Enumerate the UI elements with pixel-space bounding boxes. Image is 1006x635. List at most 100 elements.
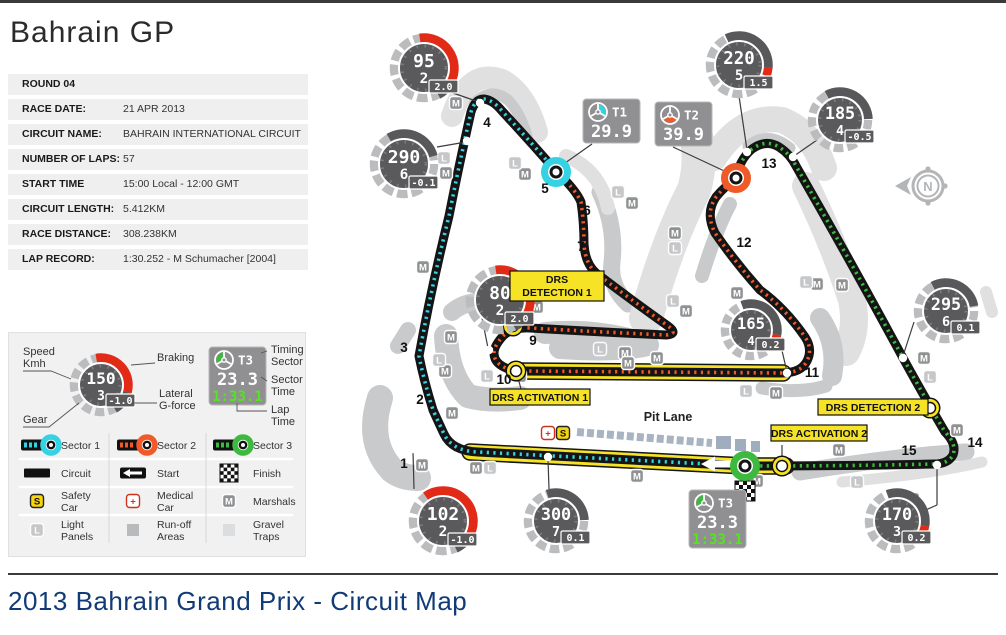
info-label: RACE DISTANCE:: [22, 228, 112, 240]
speed-trap-dot: [484, 345, 494, 355]
turn-number-label: 5: [541, 181, 549, 196]
info-label: CIRCUIT NAME:: [22, 128, 102, 140]
svg-text:+: +: [130, 497, 136, 508]
light-panel-marker: L: [665, 293, 681, 309]
marshal-marker: M: [414, 457, 430, 473]
medical-car-icon: +: [540, 425, 556, 441]
svg-text:L: L: [743, 387, 749, 398]
turn-number-label: 12: [736, 235, 751, 250]
marshal-marker: M: [468, 460, 484, 476]
info-row: CIRCUIT NAME:BAHRAIN INTERNATIONAL CIRCU…: [8, 124, 308, 145]
legend-item-label: Areas: [157, 531, 184, 543]
svg-text:L: L: [597, 345, 603, 356]
svg-text:1:33.1: 1:33.1: [692, 532, 743, 548]
svg-text:M: M: [521, 170, 529, 181]
sector-boundary-marker: [541, 157, 571, 187]
light-panel-marker: L: [507, 155, 523, 171]
marshal-marker: M: [415, 259, 431, 275]
svg-text:Gear: Gear: [23, 414, 48, 426]
svg-text:2: 2: [439, 524, 448, 540]
light-panel-marker: L: [922, 369, 938, 385]
svg-text:M: M: [442, 169, 450, 180]
svg-text:T3: T3: [718, 496, 733, 511]
marshal-marker: M: [624, 195, 640, 211]
light-panel-marker: L: [849, 474, 865, 490]
svg-text:DRS ACTIVATION 1: DRS ACTIVATION 1: [492, 392, 588, 404]
legend-item-label: Circuit: [61, 468, 91, 480]
legend-item-label: Traps: [253, 531, 279, 543]
svg-text:L: L: [670, 297, 676, 308]
legend-item-label: Gravel: [253, 519, 284, 531]
svg-text:300: 300: [541, 504, 571, 524]
info-row: ROUND 04: [8, 74, 308, 95]
svg-text:L: L: [927, 373, 933, 384]
medical-car-icon: +: [125, 493, 141, 509]
svg-text:Time: Time: [271, 386, 295, 398]
svg-text:N: N: [923, 179, 932, 194]
legend-item-sector2: Sector 2: [117, 434, 196, 456]
turn-number-label: 6: [583, 203, 591, 218]
svg-text:L: L: [854, 478, 860, 489]
turn-number-label: 7: [577, 239, 585, 254]
info-value: 21 APR 2013: [123, 103, 185, 115]
drs-point-marker: [771, 455, 793, 477]
sector-line-icon: [117, 434, 158, 456]
light-panel-marker: L: [482, 460, 498, 476]
info-value: 1:30.252 - M Schumacher [2004]: [123, 253, 276, 265]
speed-trap-dot: [788, 152, 798, 162]
svg-text:0.2: 0.2: [761, 340, 779, 351]
marshal-marker: M: [629, 468, 645, 484]
svg-text:L: L: [441, 154, 447, 165]
pit-lane: Pit Lane+S: [540, 410, 760, 452]
svg-text:29.9: 29.9: [591, 122, 632, 142]
info-label: CIRCUIT LENGTH:: [22, 203, 115, 215]
svg-text:Time: Time: [271, 416, 295, 428]
legend-item-label: Run-off: [157, 519, 191, 531]
turn-number-label: 4: [483, 115, 491, 130]
sector-boundary-marker: [730, 451, 760, 481]
light-panel-marker: L: [798, 274, 814, 290]
svg-text:3: 3: [893, 525, 901, 540]
info-row: LAP RECORD:1:30.252 - M Schumacher [2004…: [8, 249, 308, 270]
svg-text:DRS ACTIVATION 2: DRS ACTIVATION 2: [771, 428, 867, 440]
legend-item-label: Medical: [157, 490, 193, 502]
speed-trap-dot: [408, 444, 418, 454]
svg-text:M: M: [225, 497, 233, 508]
sector-line-icon: [21, 434, 62, 456]
marshal-marker: M: [443, 329, 459, 345]
marshal-marker: M: [448, 95, 464, 111]
svg-text:M: M: [628, 199, 636, 210]
info-row: NUMBER OF LAPS:57: [8, 149, 308, 170]
legend-item-start: Start: [120, 467, 179, 480]
svg-text:M: M: [452, 99, 460, 110]
speed-trap-dot: [475, 98, 485, 108]
speed-trap-dot: [543, 452, 553, 462]
svg-text:G-force: G-force: [159, 400, 196, 412]
legend-item-label: Sector 1: [61, 440, 100, 452]
svg-text:DETECTION 1: DETECTION 1: [522, 287, 592, 299]
info-value: 308.238KM: [123, 228, 177, 240]
turn-number-label: 10: [496, 372, 511, 387]
svg-text:Timing: Timing: [271, 344, 303, 356]
info-label: NUMBER OF LAPS:: [22, 153, 120, 165]
svg-text:95: 95: [413, 51, 435, 72]
svg-text:M: M: [448, 409, 456, 420]
svg-text:23.3: 23.3: [217, 370, 258, 390]
turn-number-label: 13: [761, 156, 777, 171]
svg-text:2.0: 2.0: [510, 314, 528, 325]
marshal-marker: M: [729, 285, 745, 301]
sector-line-icon: [213, 434, 254, 456]
svg-text:L: L: [512, 159, 518, 170]
svg-text:M: M: [920, 354, 928, 365]
legend-item-label: Panels: [61, 531, 93, 543]
svg-text:2: 2: [420, 71, 429, 87]
